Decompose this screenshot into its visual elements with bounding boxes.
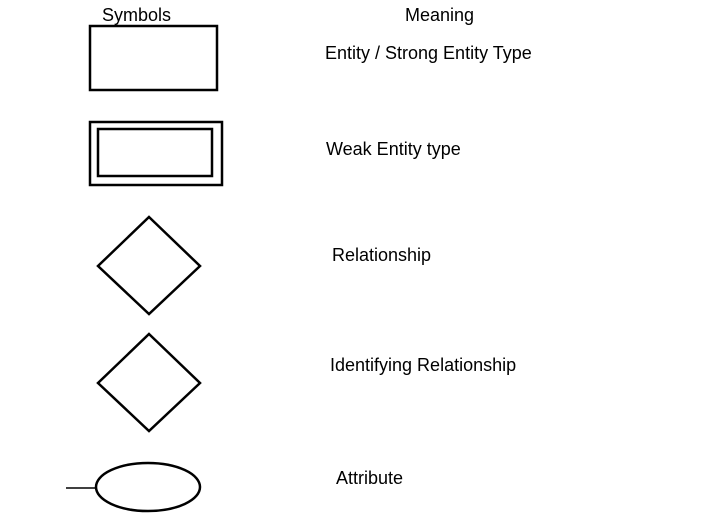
meaning-identifying-relationship-label: Identifying Relationship bbox=[330, 355, 517, 375]
weak-entity-double-rectangle-symbol bbox=[88, 120, 224, 187]
identifying-relationship-diamond-symbol bbox=[96, 332, 202, 433]
symbols-header: Symbols bbox=[102, 5, 172, 25]
weak-entity-outer-rectangle bbox=[88, 120, 224, 187]
meaning-weak-entity-label: Weak Entity type bbox=[326, 139, 461, 159]
meaning-relationship-label: Relationship bbox=[332, 245, 432, 265]
entity-rectangle-symbol bbox=[88, 24, 219, 92]
meaning-attribute-label: Attribute bbox=[336, 468, 404, 488]
meaning-entity-label: Entity / Strong Entity Type bbox=[325, 43, 532, 63]
meaning-header: Meaning bbox=[405, 5, 475, 25]
attribute-ellipse-symbol bbox=[66, 461, 202, 513]
weak-entity-inner-rectangle bbox=[96, 127, 214, 178]
attribute-ellipse bbox=[94, 461, 202, 513]
relationship-diamond-symbol bbox=[96, 215, 202, 316]
